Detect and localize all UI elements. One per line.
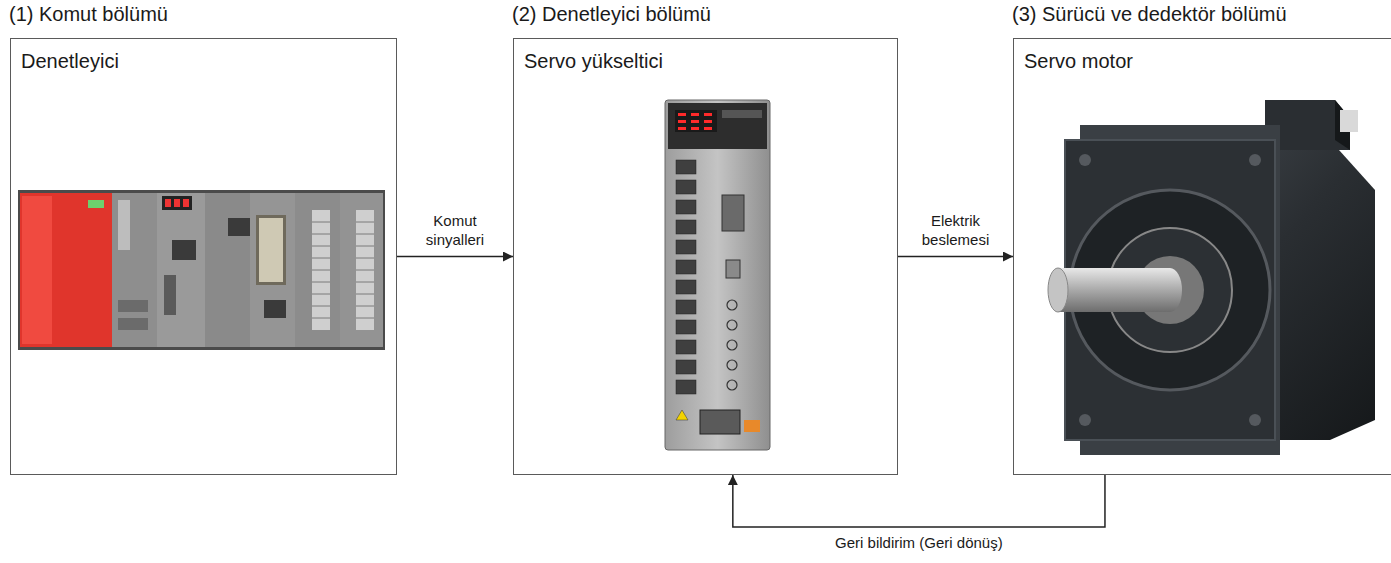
component-name: Servo motor xyxy=(1024,49,1133,73)
component-box: (2) Denetleyici bölümüServo yükseltici xyxy=(513,38,898,475)
section-heading: (3) Sürücü ve dedektör bölümü xyxy=(1012,2,1287,26)
signal-label: Komut sinyalleri xyxy=(413,212,497,250)
connector-arrow xyxy=(898,256,1013,258)
section-heading: (2) Denetleyici bölümü xyxy=(512,2,711,26)
component-name: Denetleyici xyxy=(21,49,119,73)
signal-label: Geri bildirim (Geri dönüş) xyxy=(833,534,1005,553)
section-heading: (1) Komut bölümü xyxy=(9,2,168,26)
component-box: (3) Sürücü ve dedektör bölümüServo motor xyxy=(1013,38,1391,475)
servo-motor-illustration xyxy=(1048,100,1375,455)
plc-illustration xyxy=(18,190,385,350)
connector-arrow xyxy=(397,256,513,258)
servo-amplifier-illustration xyxy=(665,100,770,450)
signal-label: Elektrik beslemesi xyxy=(914,212,998,250)
connector-arrow xyxy=(733,475,1105,527)
component-box: (1) Komut bölümüDenetleyici xyxy=(10,38,397,475)
component-name: Servo yükseltici xyxy=(524,49,663,73)
